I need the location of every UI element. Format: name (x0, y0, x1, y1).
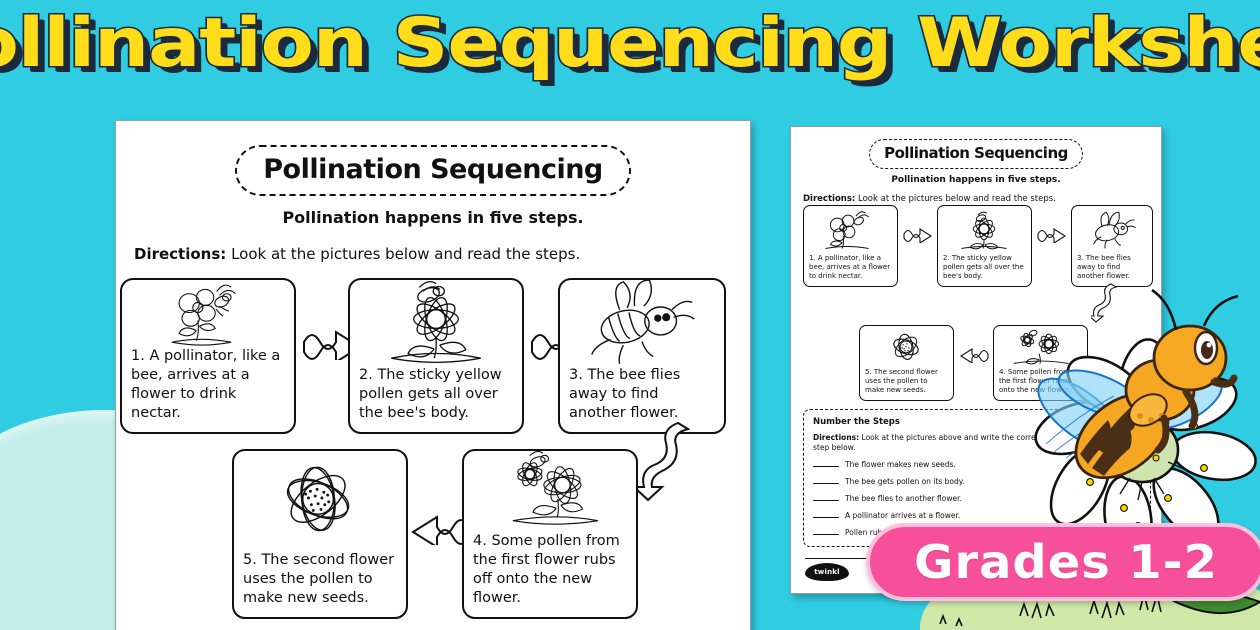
secondary-arrow-2-to-3 (1037, 225, 1067, 243)
main-step-text-4: 4. Some pollen from the first flower rub… (473, 532, 620, 606)
main-arrow-3-to-4 (638, 421, 690, 503)
secondary-step-art-2 (938, 206, 1031, 254)
secondary-step-text-3: 3. The bee flies away to find another fl… (1077, 253, 1131, 280)
main-step-art-2 (350, 280, 522, 366)
number-steps-item-label: The bee flies to another flower. (845, 494, 962, 504)
secondary-directions-text: Look at the pictures below and read the … (858, 194, 1056, 204)
main-step-card-1[interactable]: 1. A pollinator, like a bee, arrives at … (120, 278, 296, 434)
number-steps-item[interactable]: The flower makes new seeds. (813, 460, 1141, 469)
secondary-step-text-5: 5. The second flower uses the pollen to … (865, 367, 938, 394)
number-steps-item[interactable]: The bee flies to another flower. (813, 494, 1141, 503)
main-step-text-5: 5. The second flower uses the pollen to … (243, 551, 395, 606)
secondary-step-text-2: 2. The sticky yellow pollen gets all ove… (943, 253, 1024, 280)
number-steps-item[interactable]: A pollinator arrives at a flower. (813, 511, 1141, 520)
main-step-card-5[interactable]: 5. The second flower uses the pollen to … (232, 449, 408, 619)
secondary-title-row: Pollination Sequencing (791, 139, 1161, 169)
secondary-step-text-1: 1. A pollinator, like a bee, arrives at … (809, 253, 891, 280)
main-step-art-4 (464, 451, 636, 532)
answer-blank[interactable] (813, 534, 839, 536)
secondary-step-card-3[interactable]: 3. The bee flies away to find another fl… (1071, 205, 1153, 287)
secondary-step-art-5 (860, 326, 953, 368)
main-title-row: Pollination Sequencing (116, 145, 750, 196)
number-steps-item-label: The flower makes new seeds. (845, 460, 956, 470)
number-steps-item-label: The bee gets pollen on its body. (845, 477, 965, 487)
worksheet-main[interactable]: Pollination Sequencing Pollination happe… (115, 120, 751, 630)
main-directions-text: Look at the pictures below and read the … (231, 245, 581, 263)
bee-on-flower-icon (961, 211, 1007, 250)
answer-blank[interactable] (813, 500, 839, 502)
banner-title-wrapper: Pollination Sequencing Worksheet (0, 4, 1260, 83)
open-flower-seeds-icon (286, 466, 350, 532)
flying-bee-icon (591, 280, 695, 364)
bee-on-flower-icon (391, 280, 481, 364)
flying-bee-icon (1093, 211, 1136, 249)
secondary-worksheet-title: Pollination Sequencing (884, 144, 1068, 162)
secondary-step-card-2[interactable]: 2. The sticky yellow pollen gets all ove… (937, 205, 1032, 287)
secondary-worksheet-subtitle: Pollination happens in five steps. (891, 175, 1061, 185)
main-step-text-3: 3. The bee flies away to find another fl… (569, 366, 681, 421)
main-step-art-5 (234, 451, 406, 551)
secondary-worksheet-directions: Directions: Look at the pictures below a… (803, 194, 1161, 204)
secondary-arrow-1-to-2 (903, 225, 933, 243)
number-the-steps-heading: Number the Steps (813, 417, 900, 427)
secondary-arrow-3-to-4 (1091, 283, 1117, 323)
main-step-art-1 (122, 280, 294, 347)
number-steps-directions-label: Directions: (813, 433, 860, 442)
main-step-text-2: 2. The sticky yellow pollen gets all ove… (359, 366, 502, 421)
main-directions-label: Directions: (134, 245, 227, 263)
main-worksheet-title: Pollination Sequencing (263, 154, 603, 185)
bee-second-flower-icon (1013, 329, 1069, 365)
flower-with-bee-icon (171, 284, 236, 346)
page-title: Pollination Sequencing Worksheet (0, 4, 1260, 83)
main-title-box: Pollination Sequencing (235, 145, 631, 196)
grades-badge[interactable]: Grades 1-2 (866, 523, 1260, 601)
flower-with-bee-icon (825, 211, 869, 249)
main-step-card-4[interactable]: 4. Some pollen from the first flower rub… (462, 449, 638, 619)
number-steps-item[interactable]: The bee gets pollen on its body. (813, 477, 1141, 486)
main-step-art-3 (560, 280, 724, 366)
main-step-text-1: 1. A pollinator, like a bee, arrives at … (131, 347, 281, 421)
number-steps-directions-text: Look at the pictures above and write the… (813, 433, 1124, 453)
main-arrow-4-to-5 (411, 509, 471, 545)
number-steps-item-label: A pollinator arrives at a flower. (845, 511, 961, 521)
secondary-step-art-4 (994, 326, 1087, 368)
grades-badge-label: Grades 1-2 (914, 535, 1218, 589)
secondary-directions-label: Directions: (803, 194, 856, 204)
main-step-card-3[interactable]: 3. The bee flies away to find another fl… (558, 278, 726, 434)
open-flower-seeds-icon (893, 333, 919, 360)
secondary-step-card-5[interactable]: 5. The second flower uses the pollen to … (859, 325, 954, 401)
main-worksheet-subtitle: Pollination happens in five steps. (282, 208, 584, 227)
answer-blank[interactable] (813, 483, 839, 485)
secondary-step-art-3 (1072, 206, 1152, 254)
answer-blank[interactable] (813, 517, 839, 519)
secondary-arrow-5-from-4 (959, 345, 989, 363)
secondary-step-card-4[interactable]: 4. Some pollen from the first flower rub… (993, 325, 1088, 401)
number-the-steps-directions: Directions: Look at the pictures above a… (813, 433, 1141, 453)
secondary-title-box: Pollination Sequencing (869, 139, 1083, 169)
main-worksheet-directions: Directions: Look at the pictures below a… (134, 245, 750, 263)
secondary-step-art-1 (804, 206, 897, 254)
secondary-step-card-1[interactable]: 1. A pollinator, like a bee, arrives at … (803, 205, 898, 287)
bee-second-flower-icon (512, 451, 599, 525)
secondary-step-text-4: 4. Some pollen from the first flower rub… (999, 367, 1080, 394)
main-step-card-2[interactable]: 2. The sticky yellow pollen gets all ove… (348, 278, 524, 434)
twinkl-logo[interactable]: twinkl (805, 563, 849, 581)
answer-blank[interactable] (813, 466, 839, 468)
